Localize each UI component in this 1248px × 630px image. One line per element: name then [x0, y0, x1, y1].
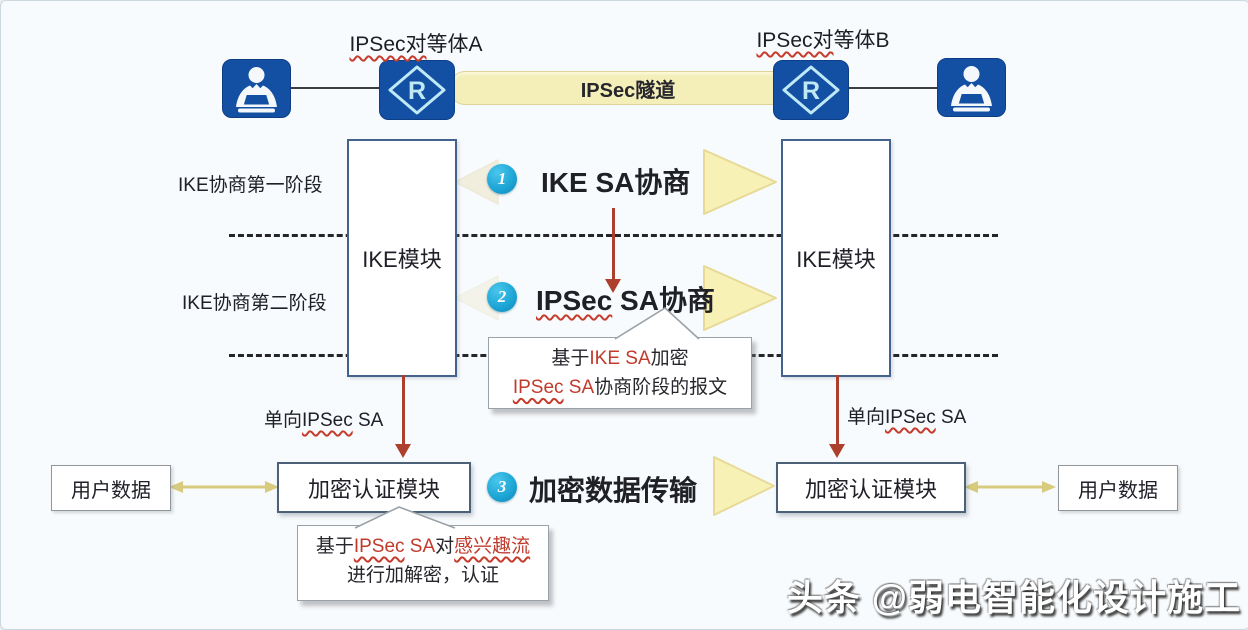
step3-label: 加密数据传输: [529, 475, 698, 506]
step3-number-badge: 3: [487, 472, 517, 502]
oneway-ipsec-sa-right: 单向IPSec SA: [847, 407, 967, 428]
double-arrow-icon: [964, 481, 1056, 493]
step2-label: IPSec SA协商: [536, 285, 715, 316]
user-at-laptop-icon: [222, 59, 291, 118]
encrypt-auth-module-left: 加密认证模块: [277, 462, 471, 513]
arrow-right-icon: [713, 456, 775, 516]
ike-phase2-label: IKE协商第二阶段: [182, 293, 327, 314]
peer-b-label: IPSec对等体B: [756, 29, 890, 52]
peer-a-label: IPSec对等体A: [349, 33, 483, 56]
ike-module-right: IKE模块: [781, 139, 891, 377]
link-line-right: [847, 87, 939, 89]
callout-pointer: [614, 307, 700, 340]
down-arrow-icon: [612, 208, 615, 280]
arrow-right-icon: [703, 265, 777, 331]
callout-ike-sa-encrypt: 基于IKE SA加密 IPSec SA协商阶段的报文: [488, 337, 752, 409]
down-arrow-icon: [402, 375, 405, 445]
user-at-laptop-icon: [937, 58, 1006, 117]
arrow-right-icon: [703, 149, 777, 215]
ike-module-left: IKE模块: [347, 139, 457, 377]
step1-label: IKE SA协商: [541, 167, 691, 198]
user-data-left: 用户数据: [51, 465, 171, 511]
down-arrowhead-icon: [605, 279, 621, 293]
svg-text:R: R: [802, 77, 820, 105]
callout-line-1: 基于IKE SA加密: [551, 348, 689, 369]
down-arrowhead-icon: [829, 444, 845, 458]
encrypt-auth-module-right: 加密认证模块: [776, 462, 966, 513]
callout-pointer: [354, 506, 456, 529]
callout-line-2: IPSec SA协商阶段的报文: [512, 377, 728, 399]
ipsec-tunnel: IPSec隧道: [450, 71, 806, 105]
down-arrow-icon: [836, 375, 839, 445]
router-r-icon: R: [379, 60, 455, 120]
oneway-ipsec-sa-left: 单向IPSec SA: [264, 410, 384, 431]
double-arrow-icon: [169, 481, 279, 493]
callout-line-2: 进行加解密，认证: [346, 565, 499, 587]
svg-text:R: R: [408, 77, 426, 105]
step1-number-badge: 1: [487, 164, 517, 194]
link-line-left: [289, 87, 383, 89]
callout-ipsec-sa-traffic: 基于IPSec SA对感兴趣流 进行加解密，认证: [297, 525, 549, 601]
callout-line-1: 基于IPSec SA对感兴趣流: [315, 536, 531, 557]
down-arrowhead-icon: [395, 444, 411, 458]
watermark: 头条 @弱电智能化设计施工: [786, 577, 1241, 618]
ipsec-tunnel-label: IPSec隧道: [580, 79, 676, 102]
router-r-icon: R: [773, 60, 849, 120]
user-data-right: 用户数据: [1058, 465, 1178, 511]
ike-phase1-label: IKE协商第一阶段: [178, 175, 323, 196]
step2-number-badge: 2: [487, 282, 517, 312]
